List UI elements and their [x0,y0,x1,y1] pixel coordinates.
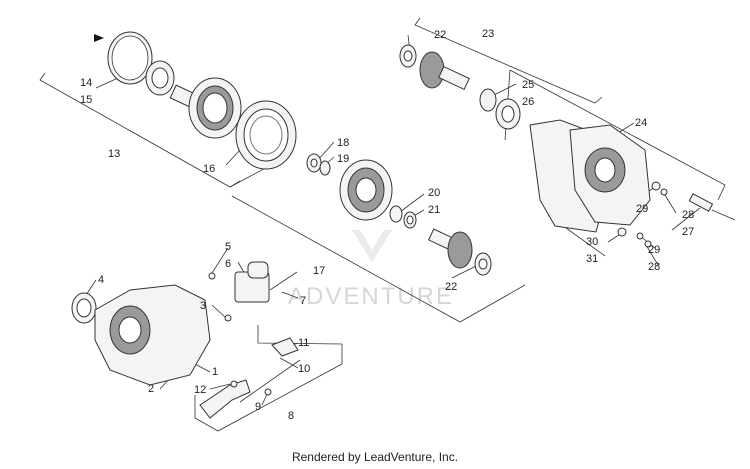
label-24: 24 [635,117,647,129]
label-8: 8 [288,410,294,422]
label-6: 6 [225,258,231,270]
label-30: 30 [586,236,598,248]
label-7: 7 [300,295,306,307]
shift-fork-assy-8 [199,337,301,419]
label-16: 16 [203,163,215,175]
washer-18-19 [306,153,331,176]
gear-22-upper [399,44,470,91]
label-10: 10 [298,363,310,375]
label-14: 14 [80,77,92,89]
label-2: 2 [148,383,154,395]
label-3: 3 [200,300,206,312]
label-1: 1 [212,366,218,378]
label-17: 17 [313,265,325,277]
footer-credit: Rendered by LeadVenture, Inc. [291,450,459,464]
cover-24 [529,119,651,233]
label-9: 9 [255,401,261,413]
watermark-logo [352,230,392,262]
label-20: 20 [428,187,440,199]
label-4: 4 [98,274,104,286]
label-27: 27 [682,226,694,238]
label-15: 15 [80,94,92,106]
bearing-25-26 [479,88,521,130]
shift-motor-6 [208,261,298,322]
label-28b: 28 [648,261,660,273]
seal-4 [71,292,97,324]
part-labels: 14 15 13 16 18 19 20 21 17 22 22 23 25 2… [80,28,694,422]
sensor-27 [688,193,736,221]
label-12: 12 [194,384,206,396]
label-25: 25 [522,79,534,91]
label-11: 11 [298,337,309,349]
bearing-left [145,60,175,96]
label-5: 5 [225,241,231,253]
label-21: 21 [428,204,440,216]
label-26: 26 [522,96,534,108]
label-28a: 28 [682,209,694,221]
output-shaft-drum [169,77,242,139]
label-31: 31 [586,253,598,265]
housing-1 [94,284,211,386]
label-18: 18 [337,137,349,149]
gear-22-lower [428,228,492,276]
label-13: 13 [108,148,120,160]
carrier-17 [339,159,393,221]
label-23: 23 [482,28,494,40]
snap-ring [94,31,153,85]
washers-20-21 [389,205,417,229]
bolts-28-29-30 [617,181,668,248]
label-19: 19 [337,153,349,165]
label-22b: 22 [445,281,457,293]
watermark-text: ADVENTURE [288,283,454,310]
label-29a: 29 [636,203,648,215]
arrow-icon [94,34,104,42]
label-29b: 29 [648,244,660,256]
ring-gear-16 [235,100,297,170]
label-22a: 22 [434,29,446,41]
